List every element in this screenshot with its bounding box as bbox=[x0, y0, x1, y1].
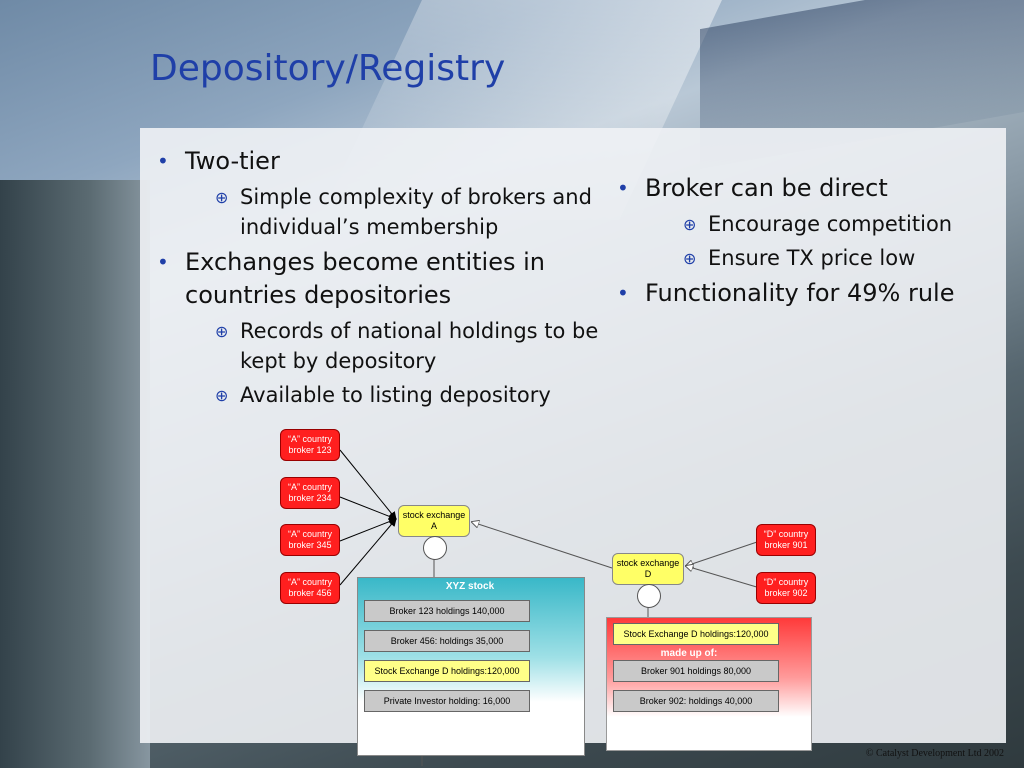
connector-broker901 bbox=[686, 540, 761, 566]
bullet-exchanges-entities: •Exchanges become entities in countries … bbox=[157, 248, 545, 309]
exchange-d-node bbox=[637, 584, 661, 608]
connector-exchange-d-to-a bbox=[472, 522, 613, 569]
connector-broker234 bbox=[339, 496, 397, 521]
sub-bullet-simple-complexity: ⊕Simple complexity of brokers and indivi… bbox=[215, 185, 592, 239]
slide-title: Depository/Registry bbox=[150, 48, 506, 89]
sub-bullet-icon: ⊕ bbox=[683, 249, 697, 268]
sub-bullet-records: ⊕Records of national holdings to be kept… bbox=[215, 319, 599, 373]
bullet-broker-direct: •Broker can be direct bbox=[605, 172, 985, 205]
bullet-two-tier: •Two-tier bbox=[145, 145, 635, 178]
broker-d-901: “D” country broker 901 bbox=[756, 524, 816, 556]
stock-exchange-a: stock exchange A bbox=[398, 505, 470, 537]
broker-a-345: “A” country broker 345 bbox=[280, 524, 340, 556]
d-holding-broker901: Broker 901 holdings 80,000 bbox=[613, 660, 779, 682]
bullet-icon: • bbox=[617, 176, 629, 200]
xyz-holding-broker123: Broker 123 holdings 140,000 bbox=[364, 600, 530, 622]
bullet-functionality: •Functionality for 49% rule bbox=[605, 277, 985, 310]
connector-broker456 bbox=[339, 518, 397, 586]
sub-bullet-icon: ⊕ bbox=[215, 386, 229, 405]
xyz-holding-exchange-d: Stock Exchange D holdings:120,000 bbox=[364, 660, 530, 682]
stock-exchange-d: stock exchange D bbox=[612, 553, 684, 585]
sub-bullet-encourage: ⊕Encourage competition bbox=[605, 209, 985, 239]
sub-bullet-ensure: ⊕Ensure TX price low bbox=[605, 243, 985, 273]
broker-a-234: “A” country broker 234 bbox=[280, 477, 340, 509]
left-bullet-list: •Two-tier ⊕Simple complexity of brokers … bbox=[145, 145, 635, 414]
sub-bullet-icon: ⊕ bbox=[215, 322, 229, 341]
connector-broker123 bbox=[339, 449, 397, 520]
sub-bullet-icon: ⊕ bbox=[215, 188, 229, 207]
connector-broker345 bbox=[339, 517, 397, 542]
background-building bbox=[0, 180, 150, 768]
sub-bullet-icon: ⊕ bbox=[683, 215, 697, 234]
broker-a-123: “A” country broker 123 bbox=[280, 429, 340, 461]
d-holding-broker902: Broker 902: holdings 40,000 bbox=[613, 690, 779, 712]
bullet-icon: • bbox=[617, 281, 629, 305]
exchange-d-holding: Stock Exchange D holdings:120,000 bbox=[613, 623, 779, 645]
right-bullet-list: •Broker can be direct ⊕Encourage competi… bbox=[605, 172, 985, 313]
made-up-of-label: made up of: bbox=[660, 648, 718, 659]
exchange-a-node bbox=[423, 536, 447, 560]
broker-d-902: “D” country broker 902 bbox=[756, 572, 816, 604]
xyz-holding-broker456: Broker 456: holdings 35,000 bbox=[364, 630, 530, 652]
copyright-footer: © Catalyst Development Ltd 2002 bbox=[865, 748, 1004, 759]
sub-bullet-available: ⊕Available to listing depository bbox=[145, 380, 635, 410]
connector-broker902 bbox=[686, 566, 761, 589]
xyz-stock-title: XYZ stock bbox=[445, 581, 495, 592]
xyz-holding-private-investor: Private Investor holding: 16,000 bbox=[364, 690, 530, 712]
broker-a-456: “A” country broker 456 bbox=[280, 572, 340, 604]
bullet-icon: • bbox=[157, 149, 169, 173]
bullet-icon: • bbox=[157, 250, 169, 274]
